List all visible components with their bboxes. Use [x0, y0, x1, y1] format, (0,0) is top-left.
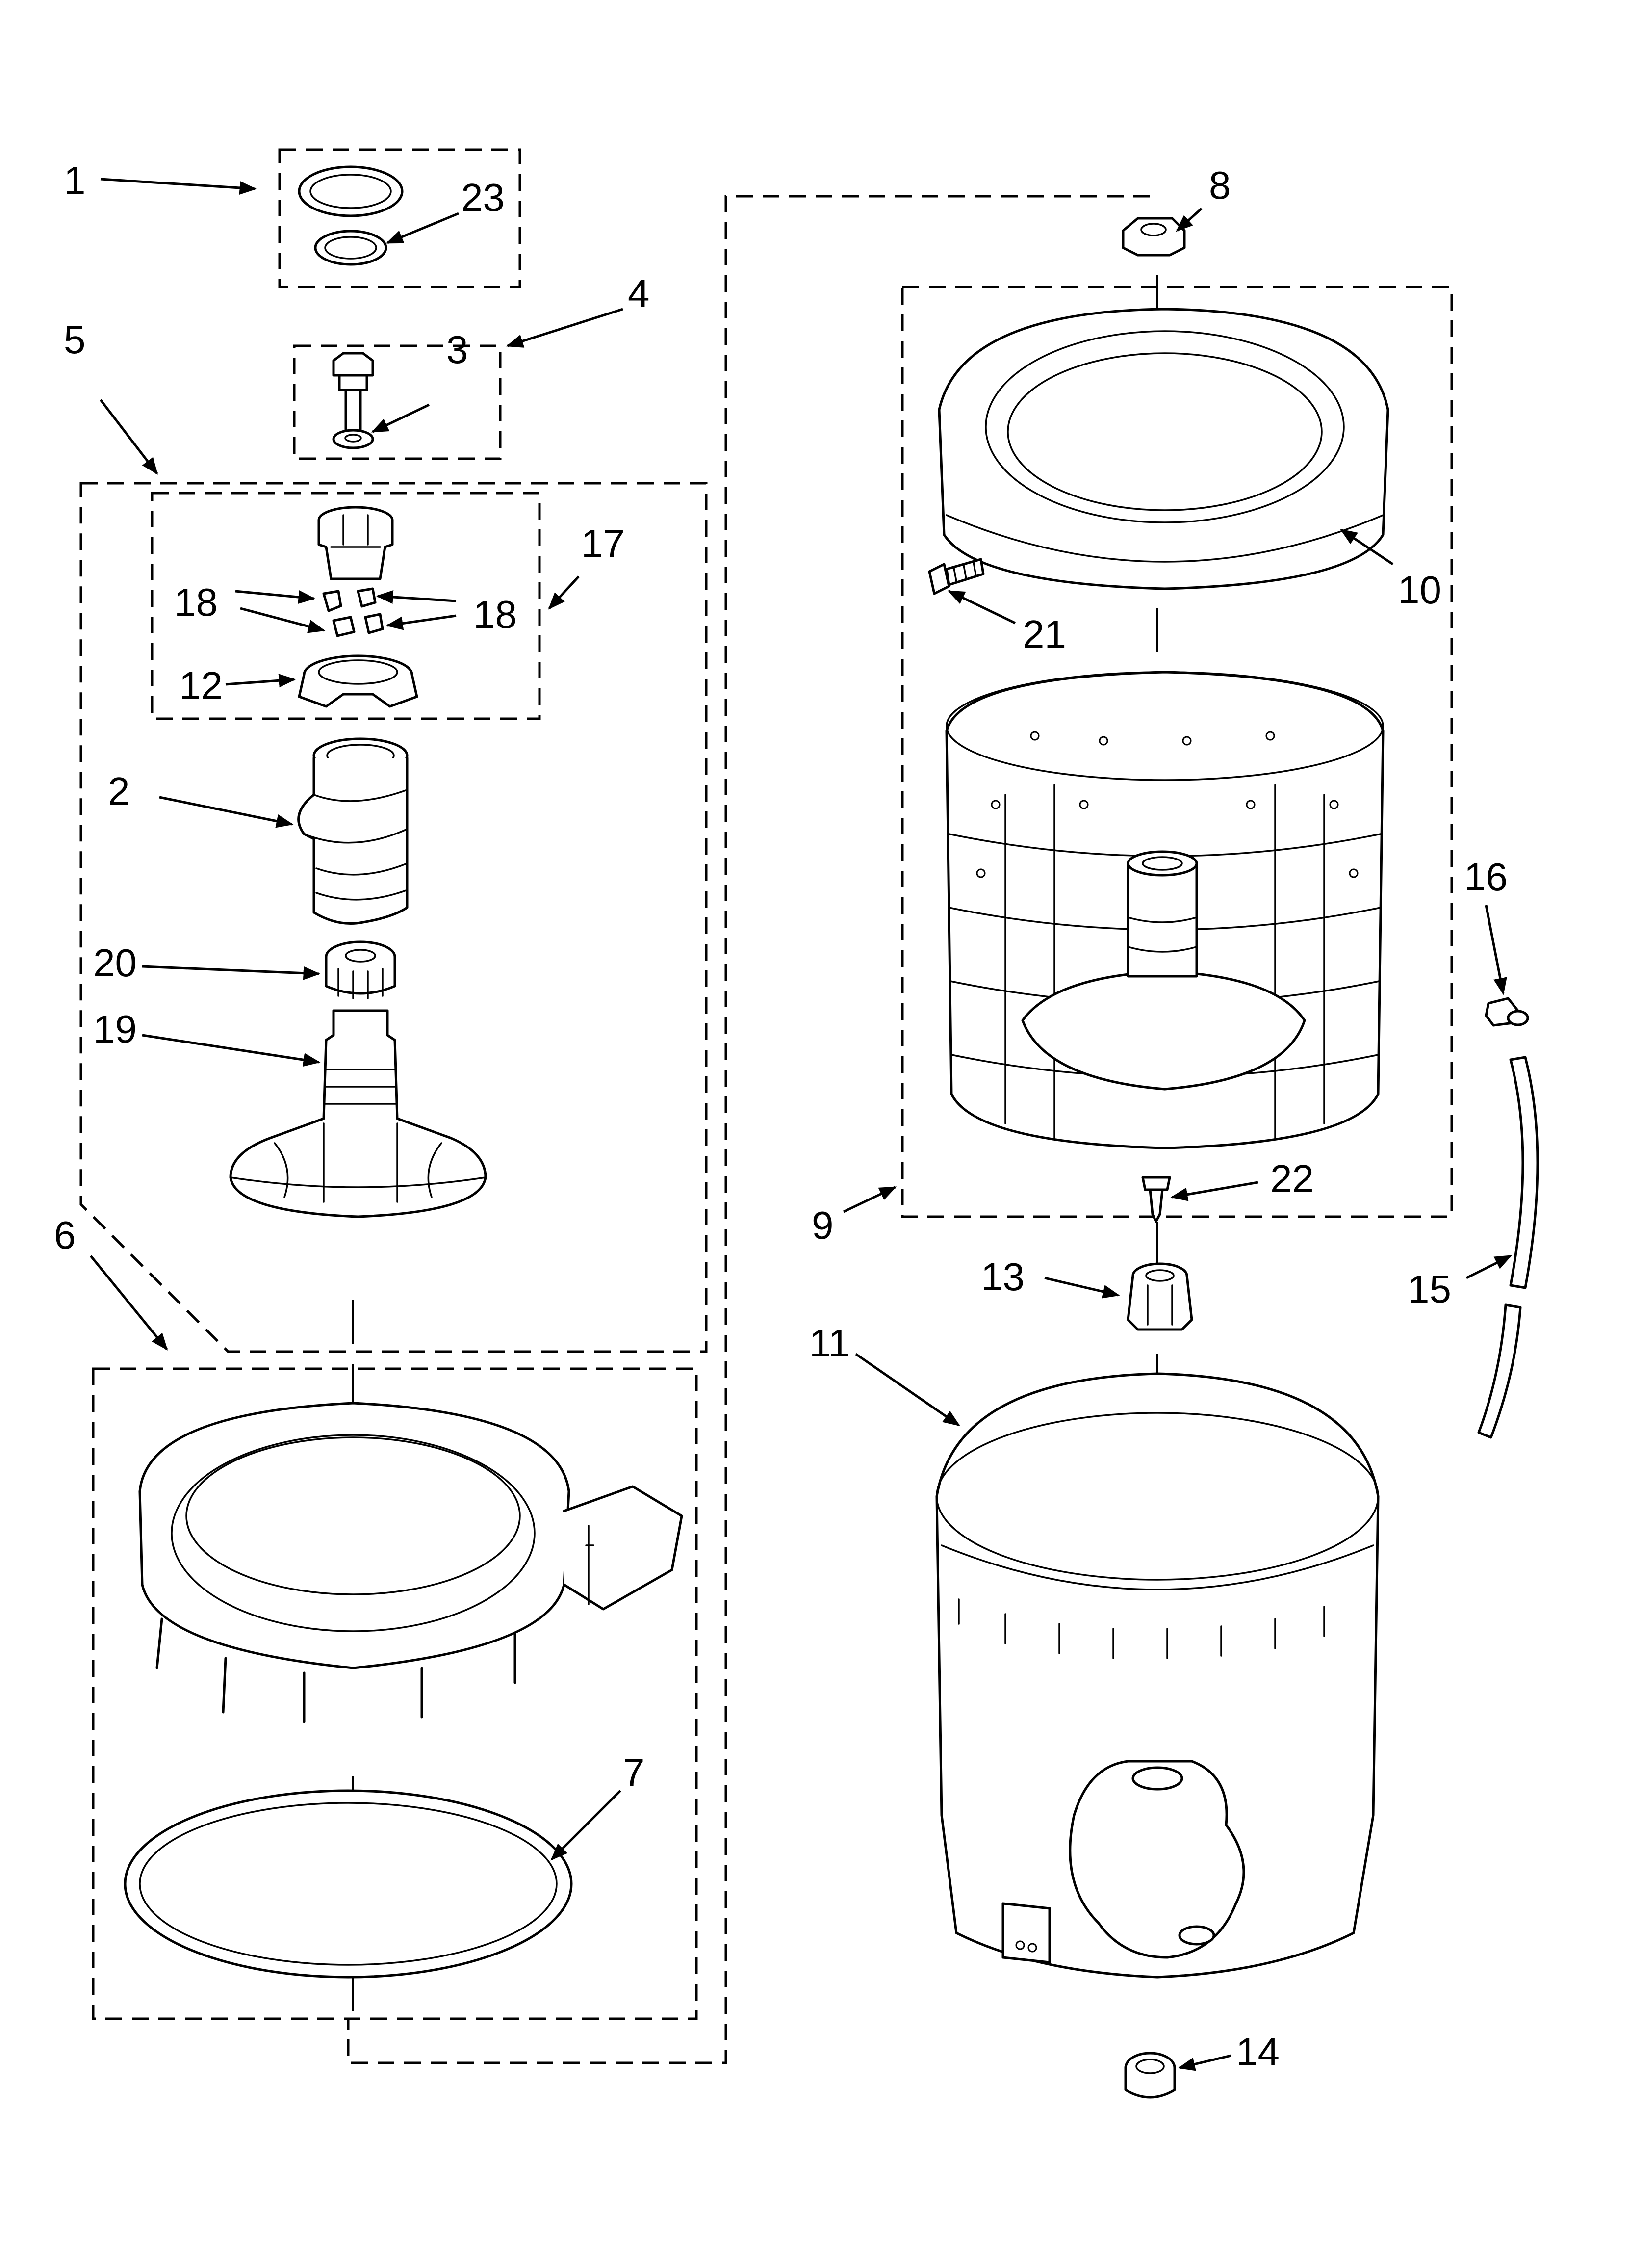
- callout-12: 12: [179, 664, 223, 707]
- part-10-balance-ring: [938, 308, 1389, 590]
- callout-21: 21: [1023, 612, 1066, 656]
- part-1-seal: [298, 165, 404, 217]
- part-2-auger: [297, 737, 409, 925]
- callout-7: 7: [623, 1750, 645, 1794]
- callout-13: 13: [981, 1255, 1025, 1299]
- callout-8: 8: [1209, 163, 1231, 207]
- callout-22: 22: [1270, 1157, 1314, 1200]
- part-14-plug: [1124, 2052, 1176, 2099]
- part-21-screw: [928, 558, 985, 595]
- part-23-ring: [314, 230, 387, 266]
- group-6-box: [92, 1367, 698, 2020]
- part-16-clip: [1485, 997, 1529, 1027]
- group-1-box: [278, 148, 521, 288]
- group-4-box: [293, 344, 502, 460]
- callout-2: 2: [108, 769, 130, 813]
- callout-18-left: 18: [174, 580, 218, 624]
- part-6-tub-ring: [138, 1402, 683, 1723]
- part-12-ring: [298, 654, 418, 708]
- group-5-box: [79, 482, 708, 1353]
- part-11-outer-tub: [935, 1372, 1380, 1979]
- callout-19: 19: [93, 1007, 137, 1051]
- part-9-basket: [945, 671, 1385, 1149]
- part-18-dogs: [322, 587, 384, 637]
- callout-20: 20: [93, 941, 137, 985]
- callout-18-right: 18: [473, 593, 517, 636]
- part-8-nut: [1122, 217, 1186, 257]
- callout-17: 17: [581, 521, 625, 565]
- part-13-drive-block: [1127, 1262, 1193, 1331]
- callout-14: 14: [1236, 2030, 1280, 2074]
- callout-10: 10: [1398, 568, 1441, 612]
- callout-15: 15: [1408, 1267, 1451, 1311]
- part-3-bolt: [332, 352, 374, 449]
- callout-9: 9: [812, 1203, 834, 1247]
- callout-3: 3: [446, 328, 468, 371]
- callout-1: 1: [64, 158, 86, 202]
- callout-16: 16: [1464, 855, 1508, 899]
- part-22-screw: [1141, 1176, 1171, 1223]
- callout-23: 23: [461, 176, 505, 219]
- callout-labels: 1 23 4 3 5 17 18 18 12 2 20 19 6 7 8 10 …: [54, 158, 1508, 2074]
- group-17-box: [151, 492, 541, 720]
- part-15-hose: [1477, 1056, 1539, 1439]
- group-boundaries: [79, 148, 1453, 2064]
- callout-4: 4: [628, 271, 650, 315]
- part-20-bearing: [325, 940, 396, 999]
- group-9-box: [901, 286, 1453, 1218]
- callout-6: 6: [54, 1213, 76, 1257]
- callout-5: 5: [64, 318, 86, 362]
- part-19-agitator: [229, 1009, 487, 1218]
- part-17-cam: [317, 506, 394, 580]
- callout-11: 11: [809, 1321, 850, 1365]
- group-link-path: [347, 195, 1150, 2064]
- part-7-snap-ring: [124, 1789, 573, 1979]
- leader-lines: [90, 178, 1513, 2071]
